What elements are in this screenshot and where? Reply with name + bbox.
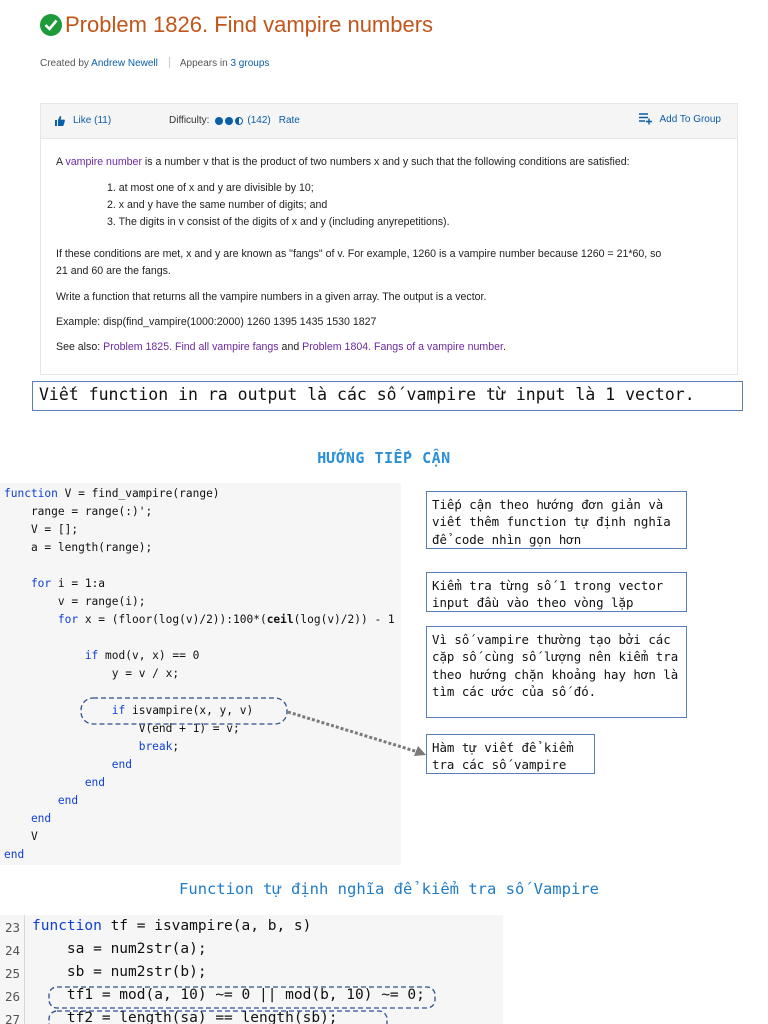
highlight-arrow-overlay <box>80 697 426 756</box>
problem-meta: Created by Andrew Newell Appears in 3 gr… <box>40 57 269 69</box>
groups-link[interactable]: 3 groups <box>230 58 270 69</box>
see-also-and: and <box>278 341 303 353</box>
function-heading: Function tự định nghĩa để kiểm tra số Va… <box>179 880 599 898</box>
code-text: isvampire(x, y, v) <box>125 704 254 717</box>
difficulty-dot-icon <box>225 116 234 125</box>
appears-in-label: Appears in <box>179 58 228 69</box>
add-to-group-label: Add To Group <box>659 113 721 125</box>
conditions-list: 1. at most one of x and y are divisible … <box>107 180 450 231</box>
add-to-group-button[interactable]: Add To Group <box>639 113 721 125</box>
code-text: tf = isvampire(a, b, s) <box>101 918 312 934</box>
code-text: (log(v)/2)) - 1 <box>293 613 395 626</box>
code-line: tf2 = length(sa) == length(sb); <box>32 1010 338 1024</box>
approach-heading: HƯỚNG TIẾP CẬN <box>317 449 451 467</box>
description-box: Viết function in ra output là các số vam… <box>32 381 743 411</box>
vampire-number-link[interactable]: vampire number <box>65 156 142 168</box>
example-paragraph: Example: disp(find_vampire(1000:2000) 12… <box>56 316 377 328</box>
solved-check-icon <box>40 14 62 36</box>
note-isvampire: Hàm tự viết để kiểm tra các số vampire <box>426 734 595 774</box>
fangs-line: If these conditions are met, x and y are… <box>56 248 662 260</box>
code-text: mod(v, x) == 0 <box>98 649 200 662</box>
code-text: x = (floor(log(v)/2)):100*( <box>78 613 267 626</box>
meta-divider <box>168 57 170 68</box>
code-line: for x = (floor(log(v)/2)):100*(ceil(log(… <box>4 611 395 629</box>
code-text: i = 1:a <box>51 577 106 590</box>
highlight-overlay-lines <box>48 986 436 1024</box>
rate-link[interactable]: Rate <box>278 115 300 126</box>
like-button[interactable]: Like (11) <box>55 115 111 126</box>
problem-toolbar: Like (11) Difficulty: (142) Rate Add To … <box>41 104 737 139</box>
problem-intro: A vampire number is a number v that is t… <box>56 154 630 170</box>
code-line: function V = find_vampire(range) <box>4 485 220 503</box>
keyword: if <box>4 704 126 717</box>
code-line: sa = num2str(a); <box>32 941 207 957</box>
task-paragraph: Write a function that returns all the va… <box>56 291 487 303</box>
code-line: end <box>4 794 79 807</box>
code-line: sb = num2str(b); <box>32 964 207 980</box>
keyword: for <box>4 577 52 590</box>
condition-item: 3. The digits in v consist of the digits… <box>107 216 450 228</box>
condition-item: 1. at most one of x and y are divisible … <box>107 182 314 194</box>
problem-1825-link[interactable]: Problem 1825. Find all vampire fangs <box>103 341 279 353</box>
note-range: Vì số vampire thường tạo bởi các cặp số … <box>426 626 687 718</box>
fangs-paragraph: If these conditions are met, x and y are… <box>56 246 661 280</box>
code-line: for i = 1:a <box>4 575 105 593</box>
like-label: Like (11) <box>73 115 112 126</box>
code-line: end <box>4 812 52 825</box>
page-title: Problem 1826. Find vampire numbers <box>65 12 434 37</box>
code-line: tf1 = mod(a, 10) ~= 0 || mod(b, 10) ~= 0… <box>32 987 425 1003</box>
problem-1804-link[interactable]: Problem 1804. Fangs of a vampire number <box>302 341 503 353</box>
note-loop: Kiểm tra từng số 1 trong vector input đầ… <box>426 572 687 612</box>
keyword: function <box>32 918 102 934</box>
difficulty-count: (142) <box>247 115 271 126</box>
difficulty-dot-icon <box>215 116 224 125</box>
difficulty-rating: Difficulty: (142) Rate <box>169 115 300 126</box>
intro-prefix: A <box>56 156 66 168</box>
intro-suffix: is a number v that is the product of two… <box>141 156 630 168</box>
code-block-find-vampire: function V = find_vampire(range) range =… <box>0 483 401 865</box>
difficulty-half-dot-icon <box>235 116 244 125</box>
line-number: 24 <box>4 943 20 958</box>
code-line: break; <box>4 738 179 756</box>
code-text: V = find_vampire(range) <box>57 487 220 500</box>
code-text: ; <box>172 740 180 753</box>
code-text: ceil <box>266 613 294 626</box>
note-approach: Tiếp cận theo hướng đơn giản và viết thê… <box>426 491 687 549</box>
fangs-line: 21 and 60 are the fangs. <box>56 265 171 277</box>
code-line: y = v / x; <box>4 667 180 680</box>
keyword: if <box>4 649 99 662</box>
keyword: function <box>4 487 58 500</box>
code-line: V = []; <box>4 523 79 536</box>
code-line: range = range(:)'; <box>4 505 153 518</box>
keyword: break <box>4 740 173 753</box>
code-line: V <box>4 830 38 843</box>
line-number: 26 <box>4 989 20 1004</box>
line-number: 23 <box>4 920 20 935</box>
code-line: function tf = isvampire(a, b, s) <box>32 918 311 934</box>
code-block-isvampire: 23 24 25 26 27 function tf = isvampire(a… <box>0 915 503 1024</box>
line-number: 27 <box>4 1012 20 1024</box>
line-number-gutter <box>0 915 25 1024</box>
difficulty-label: Difficulty: <box>169 115 210 126</box>
title-row: Problem 1826. Find vampire numbers <box>40 12 433 38</box>
keyword: for <box>4 613 79 626</box>
code-line: if isvampire(x, y, v) <box>4 702 253 720</box>
code-line: a = length(range); <box>4 541 153 554</box>
code-line: v = range(i); <box>4 595 146 608</box>
author-link[interactable]: Andrew Newell <box>91 58 158 69</box>
code-line: if mod(v, x) == 0 <box>4 647 200 665</box>
code-line: end <box>4 848 25 861</box>
condition-item: 2. x and y have the same number of digit… <box>107 199 328 211</box>
problem-panel: Like (11) Difficulty: (142) Rate Add To … <box>40 103 738 375</box>
see-also-label: See also: <box>56 341 104 353</box>
created-by-label: Created by <box>40 58 89 69</box>
code-line: end <box>4 758 132 771</box>
thumbs-up-icon <box>55 115 65 126</box>
see-also-paragraph: See also: Problem 1825. Find all vampire… <box>56 339 506 355</box>
add-to-list-icon <box>639 113 653 125</box>
code-line: end <box>4 776 106 789</box>
line-number: 25 <box>4 966 20 981</box>
see-also-end: . <box>502 341 506 353</box>
code-line: V(end + 1) = v; <box>4 722 240 735</box>
